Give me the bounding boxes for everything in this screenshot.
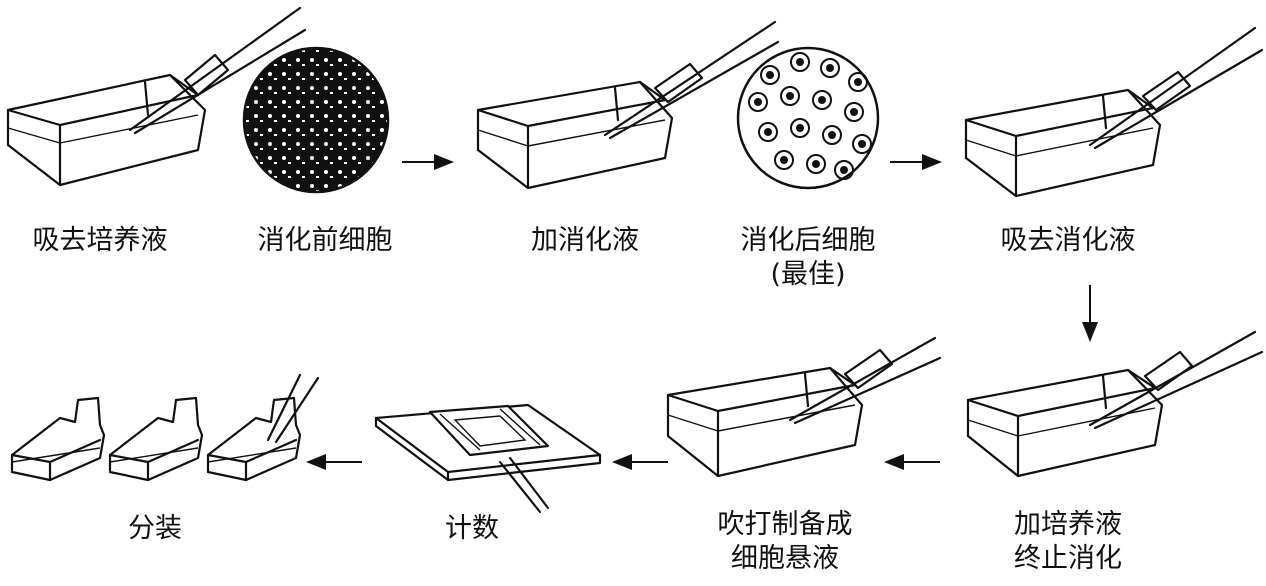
label-cells-before-digestion: 消化前细胞	[257, 225, 393, 256]
pipette-6	[498, 456, 550, 514]
flask-3	[964, 70, 1192, 198]
pipette-3	[1088, 26, 1264, 150]
label-cells-after-digestion: 消化后细胞 (最佳)	[740, 225, 876, 290]
label-add-medium-stop-digestion: 加培养液 终止消化	[1014, 509, 1122, 574]
pipette-1	[128, 6, 307, 135]
cells-before-digestion	[242, 46, 390, 194]
flask-2	[476, 62, 704, 190]
pipette-7	[266, 373, 320, 444]
label-count: 计数	[445, 513, 499, 544]
aliquot-flask-2	[108, 396, 204, 482]
flask-5	[666, 348, 894, 478]
cells-after-digestion	[736, 46, 880, 190]
aliquot-flask-1	[10, 396, 106, 482]
label-aspirate-digestion-fluid: 吸去消化液	[1000, 225, 1136, 256]
aliquot-flask-3	[206, 396, 302, 482]
hemocytometer	[374, 403, 602, 482]
pipette-2	[603, 20, 780, 140]
pipette-5	[788, 336, 942, 425]
pipette-4	[1088, 330, 1264, 430]
flask-4	[966, 350, 1194, 478]
label-aspirate-medium: 吸去培养液	[32, 225, 168, 256]
flask-1	[6, 53, 230, 187]
label-add-digestion-fluid: 加消化液	[531, 225, 639, 256]
label-pipette-suspension: 吹打制备成 细胞悬液	[717, 509, 853, 574]
label-aliquot: 分装	[128, 513, 182, 544]
